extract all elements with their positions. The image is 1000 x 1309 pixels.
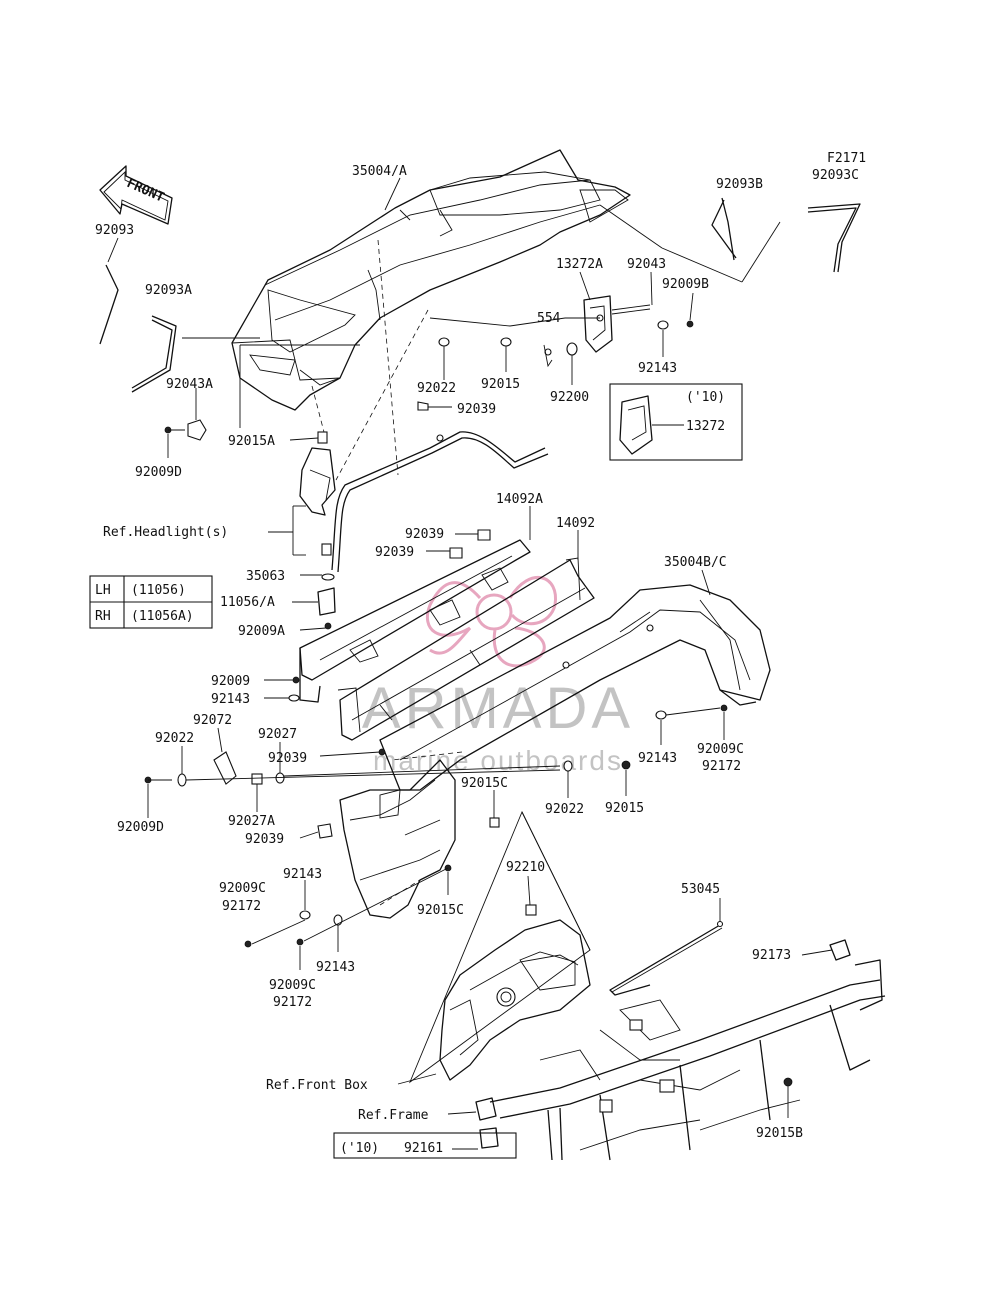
callout-inset-10-bottom: ('10)	[340, 1141, 379, 1156]
lh-label: LH	[95, 583, 111, 598]
callout-92143-right: 92143	[638, 751, 677, 766]
callout-92015-mid: 92015	[605, 801, 644, 816]
lh-rh-table: LH (11056) RH (11056A)	[89, 575, 213, 629]
callout-92022-mid: 92022	[545, 802, 584, 817]
callout-92043: 92043	[627, 257, 666, 272]
front-arrow-label: FRONT	[124, 176, 166, 206]
front-direction-arrow: FRONT	[99, 165, 173, 225]
callout-92009C-right: 92009C	[697, 742, 744, 757]
trim-strips	[99, 197, 861, 393]
callout-92093: 92093	[95, 223, 134, 238]
ref-frame-label: Ref.Frame	[358, 1108, 429, 1123]
callout-13272A: 13272A	[556, 257, 603, 272]
callout-92009A: 92009A	[238, 624, 285, 639]
callout-92173: 92173	[752, 948, 791, 963]
callout-inset-10-top: ('10)	[686, 390, 725, 405]
cable-53045	[609, 920, 724, 996]
bracket-13272A	[543, 295, 694, 368]
callout-92093A: 92093A	[145, 283, 192, 298]
callout-92015C-low: 92015C	[417, 903, 464, 918]
trim-92093B	[721, 197, 735, 261]
callout-92009D-left: 92009D	[117, 820, 164, 835]
callout-92027: 92027	[258, 727, 297, 742]
callout-11056A: 11056/A	[220, 595, 275, 610]
callout-92009C-left: 92009C	[219, 881, 266, 896]
callout-92043A: 92043A	[166, 377, 213, 392]
fasteners	[144, 337, 728, 948]
trim-92093C	[807, 203, 861, 273]
callout-92009C-bottom: 92009C	[269, 978, 316, 993]
trim-92093	[99, 264, 119, 345]
callout-92093B: 92093B	[716, 177, 763, 192]
callout-92027A: 92027A	[228, 814, 275, 829]
inset-13272-box	[609, 383, 743, 461]
figure-code: F2171	[827, 151, 866, 166]
callout-92015-top: 92015	[481, 377, 520, 392]
ref-front-box-label: Ref.Front Box	[266, 1078, 368, 1093]
callout-92172-bottom: 92172	[273, 995, 312, 1010]
callout-35004BC: 35004B/C	[664, 555, 727, 570]
watermark-logo	[425, 575, 558, 668]
callout-14092: 14092	[556, 516, 595, 531]
callout-92015B: 92015B	[756, 1126, 803, 1141]
leader-lines	[107, 177, 833, 1118]
callout-92161: 92161	[404, 1141, 443, 1156]
callout-92015C-top: 92015C	[461, 776, 508, 791]
callout-92143-top: 92143	[638, 361, 677, 376]
front-box-inset	[408, 810, 591, 1084]
frame-tube-35063	[331, 431, 549, 573]
callout-92022-left: 92022	[155, 731, 194, 746]
callout-92039-mid: 92039	[268, 751, 307, 766]
callout-35063: 35063	[246, 569, 285, 584]
callout-92039-top: 92039	[457, 402, 496, 417]
callout-92210: 92210	[506, 860, 545, 875]
callout-92072: 92072	[193, 713, 232, 728]
callout-92009: 92009	[211, 674, 250, 689]
callout-92022-top: 92022	[417, 381, 456, 396]
rh-part: (11056A)	[131, 609, 194, 624]
vehicle-frame	[475, 939, 886, 1161]
headlight-bracket-part	[299, 431, 336, 630]
side-guard-14092	[337, 557, 595, 741]
callout-92009B: 92009B	[662, 277, 709, 292]
inset-92161-box	[333, 1128, 517, 1159]
rh-label: RH	[95, 609, 111, 624]
callout-labels: 35004/A 92093B 92093C 92093 92093A 13272…	[95, 164, 859, 1156]
callout-92039-b: 92039	[375, 545, 414, 560]
callout-92009D-top: 92009D	[135, 465, 182, 480]
callout-92200: 92200	[550, 390, 589, 405]
watermark-brand: ARMADA	[362, 676, 634, 741]
callout-92039-a: 92039	[405, 527, 444, 542]
callout-35004A: 35004/A	[352, 164, 407, 179]
lh-part: (11056)	[131, 583, 186, 598]
callout-92172-right: 92172	[702, 759, 741, 774]
callout-13272: 13272	[686, 419, 725, 434]
callout-92015A: 92015A	[228, 434, 275, 449]
callout-92172-left: 92172	[222, 899, 261, 914]
ref-headlights-label: Ref.Headlight(s)	[103, 525, 228, 540]
front-fender-part	[231, 149, 631, 411]
callout-92143-low: 92143	[283, 867, 322, 882]
callout-92093C: 92093C	[812, 168, 859, 183]
callout-14092A: 14092A	[496, 492, 543, 507]
callout-53045: 53045	[681, 882, 720, 897]
callout-554: 554	[537, 311, 561, 326]
callout-92143-bottom: 92143	[316, 960, 355, 975]
lower-side-panel	[339, 759, 456, 919]
callout-92039-low: 92039	[245, 832, 284, 847]
trim-92093A	[131, 315, 177, 393]
callout-92143-mid: 92143	[211, 692, 250, 707]
